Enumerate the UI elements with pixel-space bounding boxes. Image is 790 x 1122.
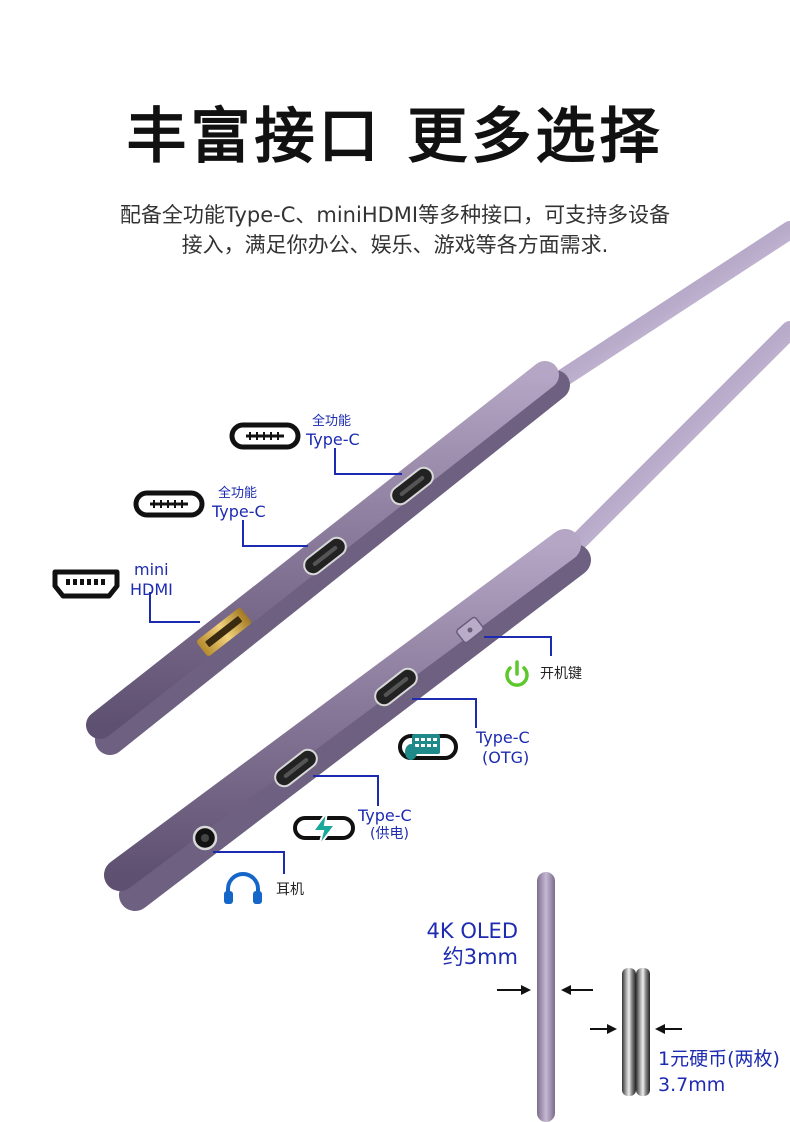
label-typec-power-line1: Type-C bbox=[358, 806, 412, 825]
label-device-thickness: 4K OLED 约3mm bbox=[380, 918, 518, 970]
hdmi-icon bbox=[52, 569, 120, 599]
lower-device-screen-edge bbox=[561, 321, 790, 559]
lower-typec-power-port bbox=[274, 748, 318, 788]
label-coin-thickness: 1元硬币(两枚) 3.7mm bbox=[658, 1046, 780, 1098]
label-typec-full-2: 全功能 Type-C bbox=[212, 486, 266, 522]
type-c-icon bbox=[133, 490, 205, 518]
headphone-jack bbox=[192, 825, 218, 851]
page-subtitle: 配备全功能Type-C、miniHDMI等多种接口，可支持多设备 接入，满足你办… bbox=[0, 200, 790, 260]
power-button bbox=[456, 616, 484, 644]
headphones-icon bbox=[224, 872, 262, 904]
charging-icon bbox=[293, 811, 355, 847]
leader-lines bbox=[149, 448, 552, 874]
device-edge-rod bbox=[537, 872, 555, 1122]
label-mini-hdmi: mini HDMI bbox=[130, 560, 173, 600]
label-typec-full-1-line2: Type-C bbox=[306, 430, 360, 449]
label-coin-thickness-line1: 1元硬币(两枚) bbox=[658, 1048, 780, 1070]
lower-device bbox=[104, 321, 790, 911]
label-device-thickness-line1: 4K OLED bbox=[426, 919, 518, 943]
power-icon bbox=[505, 660, 529, 687]
lower-typec-otg-port bbox=[374, 667, 418, 707]
thickness-comparison bbox=[497, 872, 682, 1122]
thickness-arrow-left bbox=[497, 985, 531, 995]
label-typec-full-1: 全功能 Type-C bbox=[306, 414, 360, 450]
lower-device-front-rod bbox=[104, 529, 581, 891]
type-c-icon bbox=[229, 422, 301, 450]
label-typec-otg: Type-C (OTG) bbox=[476, 728, 530, 768]
keyboard-mouse-icon bbox=[398, 734, 458, 760]
upper-typec-port-1 bbox=[390, 466, 434, 506]
upper-typec-port-2 bbox=[303, 536, 347, 576]
label-power-button: 开机键 bbox=[540, 666, 582, 682]
page-title: 丰富接口 更多选择 bbox=[126, 102, 664, 172]
upper-device bbox=[86, 221, 790, 755]
coin-stack bbox=[622, 968, 650, 1096]
label-headphones: 耳机 bbox=[276, 882, 304, 898]
label-mini-hdmi-line2: HDMI bbox=[130, 580, 173, 599]
upper-device-screen-edge bbox=[551, 221, 790, 389]
label-typec-power-line2: (供电) bbox=[370, 826, 409, 842]
label-typec-full-1-line1: 全功能 bbox=[312, 414, 352, 429]
coin-arrow-right bbox=[655, 1024, 682, 1034]
label-device-thickness-line2: 约3mm bbox=[442, 945, 518, 969]
coin-arrow-left bbox=[590, 1024, 617, 1034]
label-typec-full-2-line1: 全功能 bbox=[218, 486, 258, 501]
label-typec-otg-line2: (OTG) bbox=[482, 748, 530, 767]
subtitle-line-2: 接入，满足你办公、娱乐、游戏等各方面需求. bbox=[181, 233, 609, 257]
thickness-arrow-right bbox=[561, 985, 593, 995]
label-typec-power: Type-C (供电) bbox=[358, 806, 412, 842]
label-typec-full-2-line2: Type-C bbox=[212, 502, 266, 521]
label-coin-thickness-line2: 3.7mm bbox=[658, 1074, 726, 1096]
label-mini-hdmi-line1: mini bbox=[134, 560, 169, 579]
label-typec-otg-line1: Type-C bbox=[476, 728, 530, 747]
subtitle-line-1: 配备全功能Type-C、miniHDMI等多种接口，可支持多设备 bbox=[119, 203, 671, 227]
upper-hdmi-port bbox=[196, 608, 252, 656]
